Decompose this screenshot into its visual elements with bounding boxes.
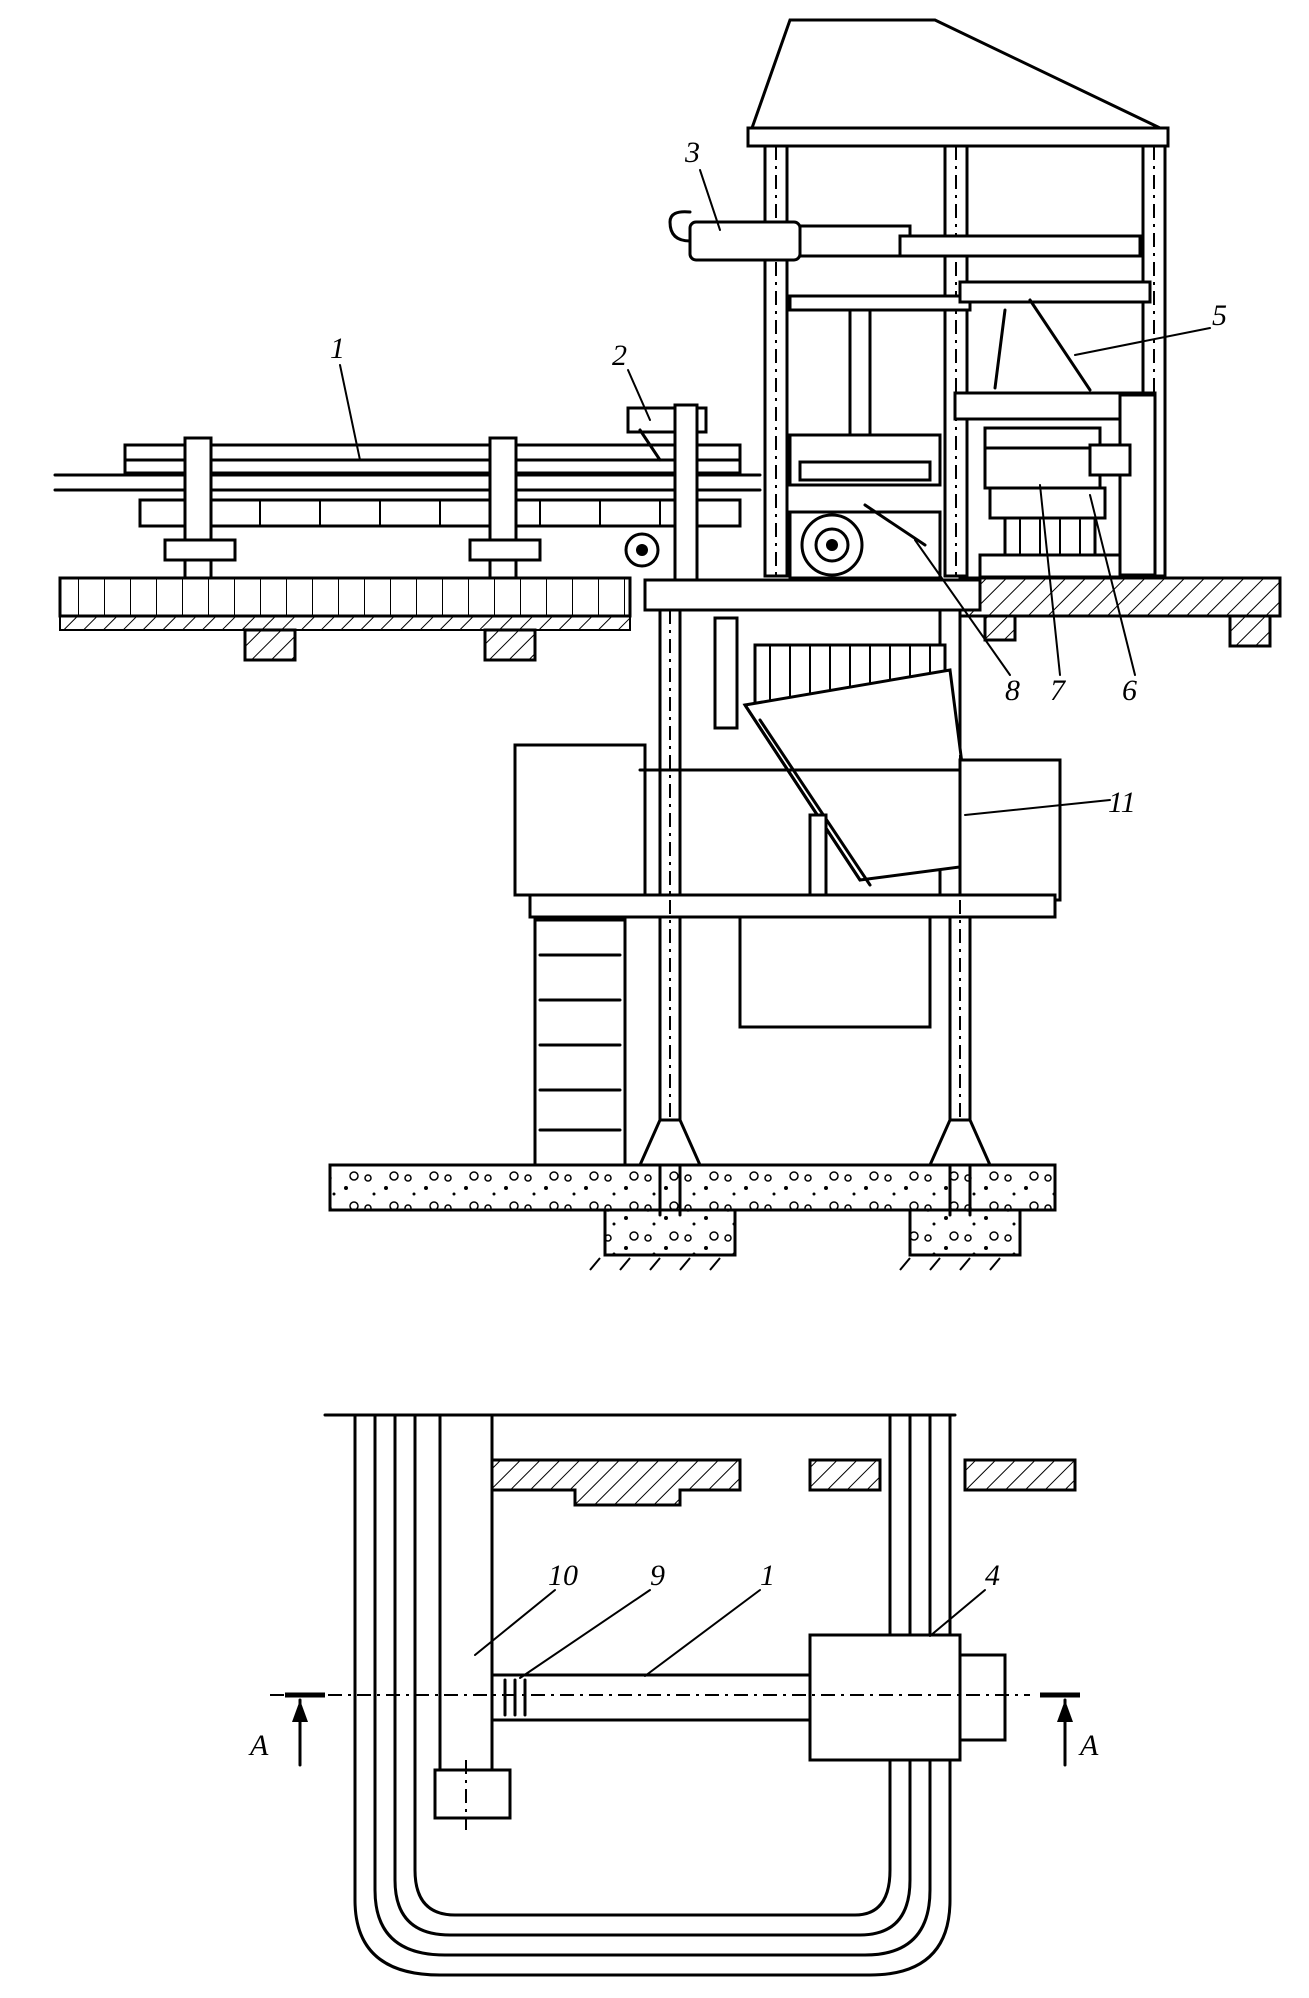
arm-end-block — [433, 1768, 512, 1820]
callout-6: 6 — [1122, 674, 1137, 707]
drive-motor — [958, 1653, 1007, 1742]
callout-1-bottom: 1 — [760, 1559, 775, 1592]
callout-1-top: 1 — [330, 332, 345, 365]
arm-10 — [438, 1413, 494, 1817]
callout-2: 2 — [612, 339, 627, 372]
leader-lines — [339, 169, 1211, 816]
plan-view: 10 9 1 4 A A — [248, 1413, 1099, 1977]
drive-unit-4 — [808, 1633, 962, 1762]
section-label-right: A — [1078, 1729, 1099, 1762]
callout-8: 8 — [1005, 674, 1020, 707]
callout-7: 7 — [1050, 674, 1067, 707]
wall-sections — [488, 1458, 1077, 1507]
u-track — [353, 1413, 952, 1977]
callout-3: 3 — [684, 136, 700, 169]
elevation-view: 1 2 3 5 6 7 8 11 — [53, 18, 1282, 1271]
foundation — [328, 1163, 1057, 1271]
upper-floor-slab — [58, 576, 1282, 662]
lower-platform — [513, 578, 1062, 1217]
callout-9: 9 — [650, 1559, 665, 1592]
callout-5: 5 — [1212, 299, 1227, 332]
tower-frame — [668, 18, 1170, 580]
conveyor-frame — [53, 403, 762, 582]
callout-4: 4 — [985, 1559, 1000, 1592]
section-label-left: A — [248, 1729, 269, 1762]
callout-11: 11 — [1108, 786, 1136, 819]
callout-10: 10 — [548, 1559, 578, 1592]
beam-1 — [490, 1673, 819, 1722]
